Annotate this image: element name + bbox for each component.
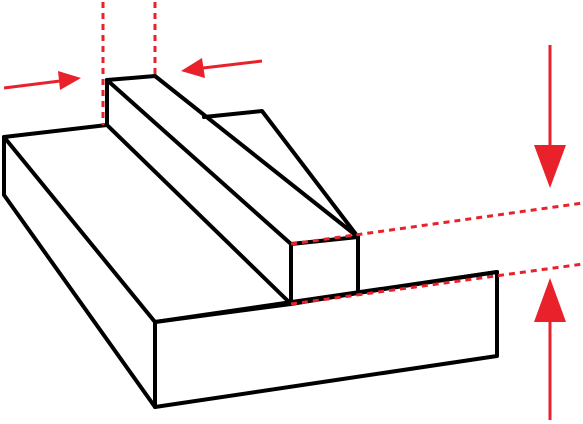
arrow-left-icon (181, 58, 263, 78)
slab-top-left-edge (2, 123, 109, 139)
rib-top-back-edge (105, 74, 157, 82)
rib-left-side-bottom (105, 123, 293, 306)
rib-left-side-top (105, 78, 293, 246)
dimension-arrows (3, 45, 566, 420)
rib-front-face (289, 235, 360, 306)
slab-top-left-front-edge (153, 302, 293, 324)
arrow-up-icon (534, 278, 566, 420)
arrow-right-icon (3, 71, 81, 90)
slab-top-back-edge (202, 109, 360, 239)
dimension-guides (101, 2, 583, 306)
slab-front-face (153, 270, 499, 409)
rib-height-guide-bottom (290, 262, 583, 306)
slab-top-right-edge (356, 270, 499, 295)
rib-top-right-edge (153, 74, 360, 239)
slab-left-face (2, 135, 157, 409)
rib-height-guide-top (290, 201, 583, 246)
arrow-down-icon (534, 45, 566, 188)
waveguide-outline (2, 74, 499, 409)
